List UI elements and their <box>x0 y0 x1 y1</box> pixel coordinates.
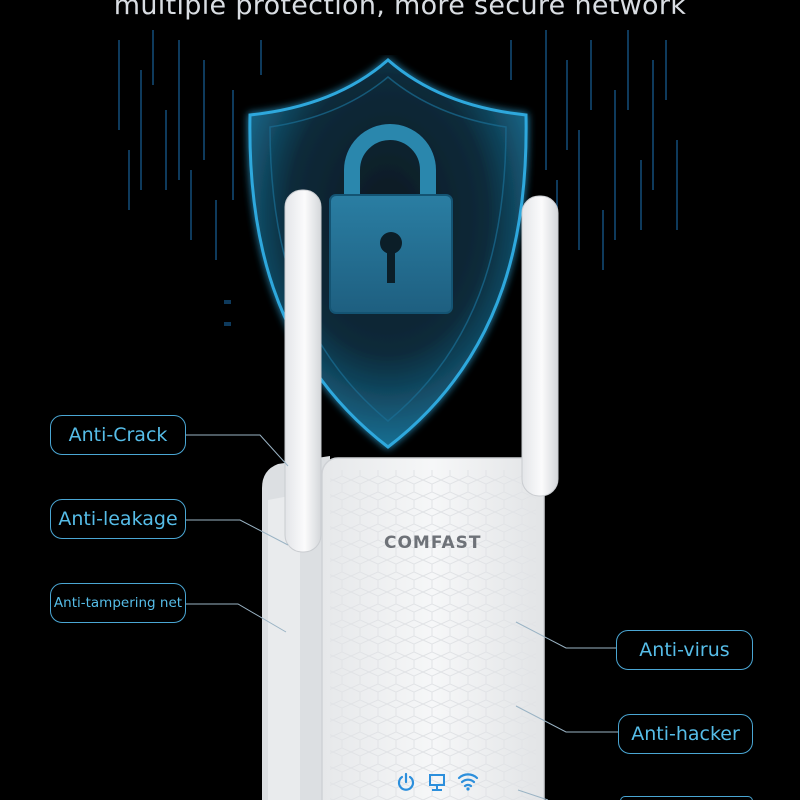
power-icon <box>397 772 415 791</box>
digital-rain-background <box>118 30 678 326</box>
feature-anti-virus: Anti-virus <box>616 630 753 670</box>
lan-icon <box>429 774 445 791</box>
feature-anti-hacker: Anti-hacker <box>618 714 753 754</box>
feature-anti-leakage: Anti-leakage <box>50 499 186 539</box>
brand-logo: COMFAST <box>384 533 482 553</box>
feature-anti-tampering: Anti-tampering net <box>50 583 186 623</box>
feature-partial-pill <box>620 796 753 800</box>
feature-anti-crack: Anti-Crack <box>50 415 186 455</box>
wifi-icon <box>457 773 479 791</box>
headline: multiple protection, more secure network <box>113 0 687 21</box>
